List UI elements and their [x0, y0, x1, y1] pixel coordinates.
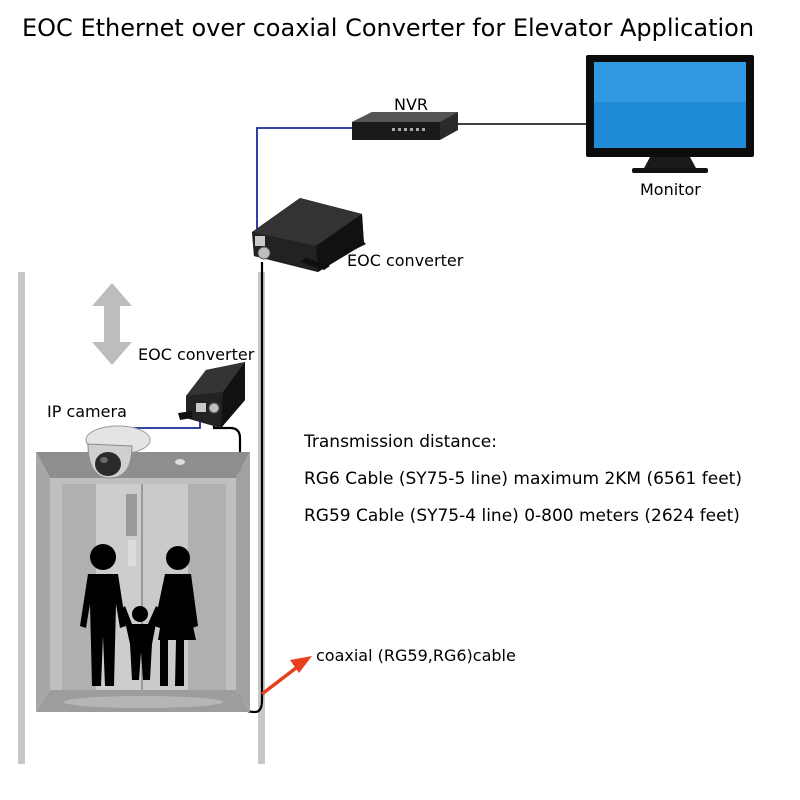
spec-heading: Transmission distance:	[304, 432, 497, 452]
monitor-device	[586, 55, 754, 173]
eoc-converter-top-label: EOC converter	[347, 251, 464, 270]
spec-line-rg6: RG6 Cable (SY75-5 line) maximum 2KM (656…	[304, 469, 742, 489]
family-silhouette-icon	[80, 544, 198, 686]
coaxial-cable-label: coaxial (RG59,RG6)cable	[316, 646, 516, 665]
spec-line-rg59: RG59 Cable (SY75-4 line) 0-800 meters (2…	[304, 506, 740, 526]
ip-camera-device	[85, 425, 151, 479]
eoc-converter-top-device	[252, 198, 366, 272]
up-down-arrow-icon	[92, 283, 132, 365]
transmission-spec: Transmission distance: RG6 Cable (SY75-5…	[304, 432, 742, 543]
monitor-label: Monitor	[640, 180, 701, 199]
page-title: EOC Ethernet over coaxial Converter for …	[22, 14, 755, 42]
eoc-converter-bottom-label: EOC converter	[138, 345, 255, 364]
nvr-device	[352, 112, 458, 140]
shaft-rail-left	[18, 272, 25, 764]
network-cable-nvr-eoc	[256, 127, 352, 233]
eoc-converter-bottom-device	[178, 362, 245, 428]
cable-pointer-arrow-icon	[260, 656, 312, 696]
nvr-label: NVR	[394, 95, 429, 114]
ip-camera-label: IP camera	[47, 402, 127, 421]
